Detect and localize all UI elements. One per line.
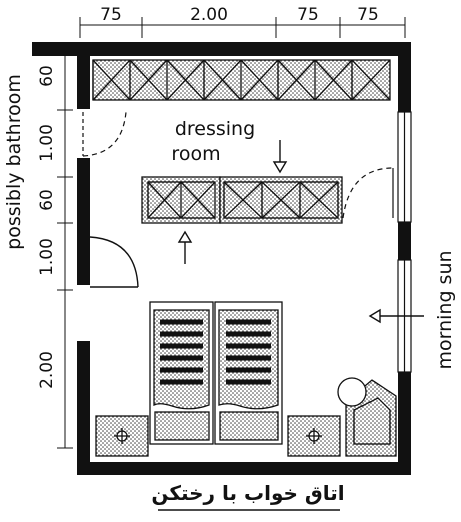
walls [32, 42, 411, 475]
label-dressing: dressing [175, 118, 255, 140]
label-possibly-bathroom: possibly bathroom [3, 74, 25, 250]
door-dressing-partition [342, 167, 394, 219]
top-dimension-chain [79, 17, 406, 38]
dimension-left-4: 1.00 [37, 238, 57, 276]
label-room: room [171, 143, 220, 165]
dimension-left-2: 1.00 [37, 124, 57, 162]
dimension-left-3: 60 [37, 189, 57, 211]
door-entrance [89, 236, 139, 288]
left-dimension-chain [57, 54, 73, 449]
plan-caption: اتاق خواب با رختکن [151, 481, 344, 505]
wardrobe-middle-left [141, 176, 221, 224]
dimension-top-3: 75 [297, 5, 319, 25]
label-morning-sun: morning sun [434, 250, 456, 369]
door-bathroom [82, 111, 127, 157]
window-upper-right [397, 111, 412, 223]
wardrobe-top [92, 59, 391, 101]
dimension-top-4: 75 [357, 5, 379, 25]
nightstand-right [287, 415, 341, 457]
dimension-left-1: 60 [37, 65, 57, 87]
wardrobe-middle-right [219, 176, 343, 224]
nightstand-left [95, 415, 149, 457]
bed-left [149, 301, 214, 445]
armchair [337, 377, 397, 457]
dimension-left-5: 2.00 [37, 351, 57, 389]
dimension-top-2: 2.00 [190, 5, 228, 25]
arrow-morning-sun [368, 308, 424, 324]
bed-right [214, 301, 283, 445]
dimension-top-1: 75 [100, 5, 122, 25]
arrow-down-to-wardrobe [272, 140, 288, 174]
arrow-up-to-wardrobe [177, 230, 193, 264]
